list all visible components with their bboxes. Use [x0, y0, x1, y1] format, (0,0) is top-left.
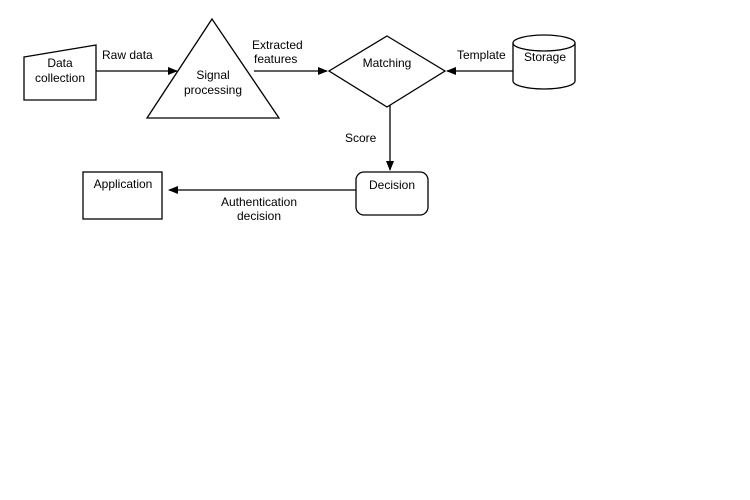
template-label: Template	[457, 48, 506, 62]
decision-label: Decision	[369, 178, 415, 192]
matching-shape	[327, 35, 447, 108]
template-edge: Template	[446, 48, 513, 75]
authentication-decision-label-line2: decision	[237, 209, 281, 223]
storage-node: Storage	[512, 34, 576, 90]
signal-processing-label-line2: processing	[184, 83, 242, 97]
storage-label: Storage	[524, 50, 566, 64]
raw-data-label: Raw data	[102, 48, 153, 62]
authentication-decision-edge: Authentication decision	[168, 186, 356, 223]
application-label: Application	[94, 177, 153, 191]
matching-node: Matching	[327, 35, 447, 108]
application-node: Application	[82, 171, 163, 220]
extracted-features-label-line2: features	[254, 52, 297, 66]
signal-processing-label-line1: Signal	[196, 68, 229, 82]
signal-processing-shape	[145, 17, 281, 119]
authentication-decision-label-line1: Authentication	[221, 195, 297, 209]
data-collection-label-line1: Data	[47, 56, 73, 70]
data-collection-node: Data collection	[23, 44, 97, 101]
signal-processing-node: Signal processing	[145, 17, 281, 119]
data-collection-label-line2: collection	[35, 71, 85, 85]
storage-shape	[512, 43, 576, 90]
application-shape	[82, 171, 163, 220]
score-label: Score	[345, 131, 377, 145]
extracted-features-edge: Extracted features	[252, 38, 328, 75]
score-edge: Score	[345, 105, 394, 171]
extracted-features-label-line1: Extracted	[252, 38, 303, 52]
raw-data-edge: Raw data	[96, 48, 178, 75]
decision-shape	[355, 171, 429, 216]
data-collection-shape	[23, 44, 97, 101]
storage-top	[512, 34, 576, 52]
decision-node: Decision	[355, 171, 429, 216]
matching-label: Matching	[363, 56, 412, 70]
